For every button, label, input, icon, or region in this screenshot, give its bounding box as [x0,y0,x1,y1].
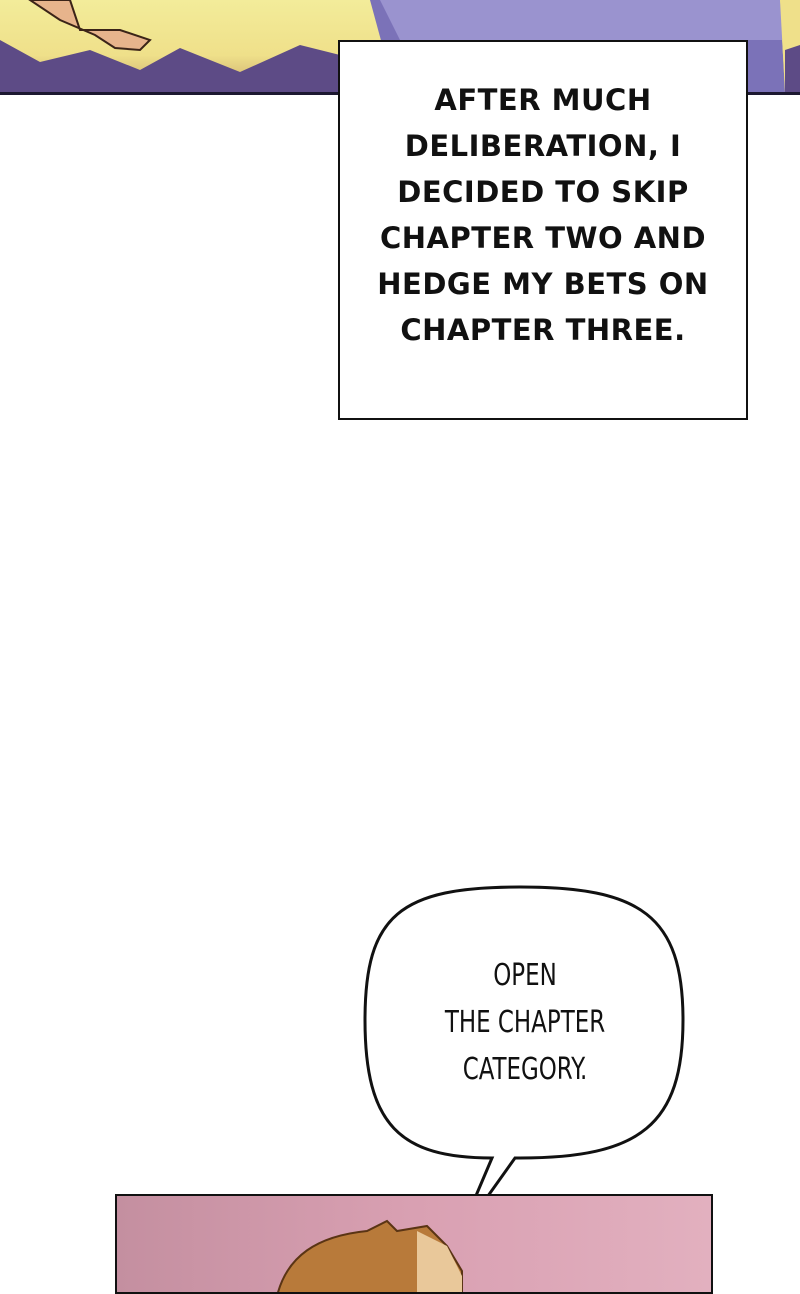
bottom-comic-panel [115,1194,713,1294]
character-hair-illustration [277,1219,463,1292]
caption-text: AFTER MUCH DELIBERATION, I DECIDED TO SK… [377,83,709,347]
bubble-line: OPEN [493,958,557,993]
narration-caption-box: AFTER MUCH DELIBERATION, I DECIDED TO SK… [338,40,748,420]
bubble-line: THE CHAPTER [444,1005,606,1040]
bubble-line: CATEGORY. [462,1052,588,1087]
speech-bubble-text: OPEN THE CHAPTER CATEGORY. [402,952,649,1093]
